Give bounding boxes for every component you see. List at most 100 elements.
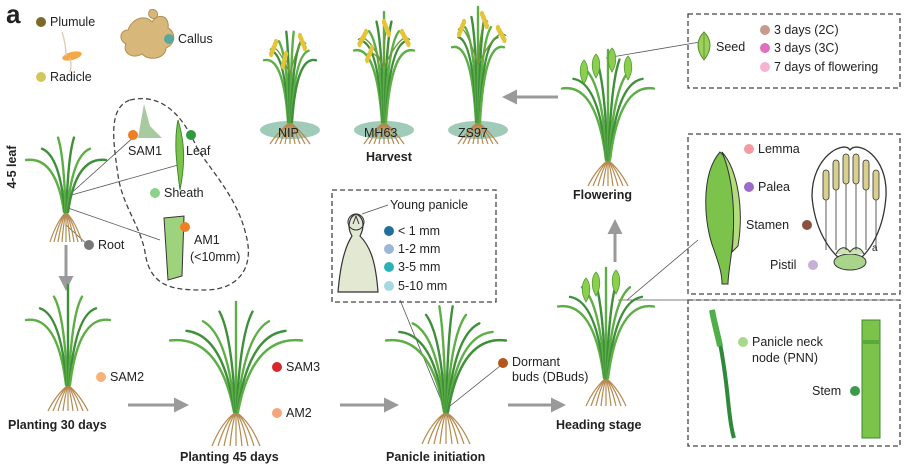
dot-plumule [36, 17, 46, 27]
young-panicle-box [331, 189, 497, 303]
label-planting-30-days: Planting 30 days [8, 418, 107, 432]
panel-letter: a [6, 0, 21, 29]
label-yp-2: 1-2 mm [398, 242, 441, 256]
dot-am1 [180, 222, 190, 232]
label-pnn-2: node (PNN) [752, 351, 818, 365]
label-dbuds-2: buds (DBuds) [512, 370, 589, 384]
label-radicle: Radicle [50, 70, 92, 84]
plant-illustrations [24, 5, 656, 447]
dot-yp4 [384, 281, 394, 291]
label-pistil: Pistil [770, 258, 797, 272]
anther-5 [872, 169, 880, 201]
plant-harvest-nip [262, 30, 318, 145]
plant-harvest-mh63 [352, 10, 416, 145]
anther-2 [842, 153, 850, 185]
dot-dbuds [498, 358, 508, 368]
sam1-icon [138, 104, 162, 138]
label-small-a: a [872, 243, 878, 254]
label-flowering: Flowering [573, 188, 633, 202]
label-lemma: Lemma [758, 142, 800, 156]
label-seed-2: 3 days (3C) [774, 41, 839, 55]
callus-illustration [120, 9, 175, 59]
dot-sheath [150, 188, 160, 198]
label-yp-1: < 1 mm [398, 224, 441, 238]
germinating-seed [61, 31, 82, 73]
label-heading-stage: Heading stage [556, 418, 642, 432]
dot-stamen [802, 220, 812, 230]
dot-root [84, 240, 94, 250]
plant-30-days [24, 283, 112, 412]
label-seed-1: 3 days (2C) [774, 23, 839, 37]
label-am1: AM1 [194, 233, 220, 247]
label-sam2: SAM2 [110, 370, 145, 384]
plant-4-5-leaf [24, 136, 108, 243]
dot-radicle [36, 72, 46, 82]
leaf-blade-icon [175, 119, 185, 191]
plant-heading-stage [556, 266, 656, 407]
dot-stem [850, 386, 860, 396]
label-mh63: MH63 [364, 126, 398, 140]
label-plumule: Plumule [50, 15, 96, 29]
label-root: Root [98, 238, 125, 252]
label-yp-4: 5-10 mm [398, 279, 448, 293]
dot-sam3 [272, 362, 282, 372]
dot-seed1 [760, 25, 770, 35]
label-stem: Stem [812, 384, 842, 398]
spikelet-illustration [705, 151, 741, 285]
dot-seed2 [760, 43, 770, 53]
dot-am2 [272, 408, 282, 418]
label-sam1: SAM1 [128, 144, 163, 158]
label-pnn: Panicle neck [752, 335, 823, 349]
dot-yp1 [384, 226, 394, 236]
label-zs97: ZS97 [458, 126, 488, 140]
dot-yp2 [384, 244, 394, 254]
label-harvest: Harvest [366, 150, 412, 164]
label-planting-45-days: Planting 45 days [180, 450, 279, 464]
label-yp-3: 3-5 mm [398, 260, 441, 274]
label-nip: NIP [278, 126, 299, 140]
stem-icon [861, 319, 881, 439]
dot-callus [164, 34, 174, 44]
label-am2: AM2 [286, 406, 312, 420]
am1-icon [163, 215, 185, 281]
label-seed-3: 7 days of flowering [774, 60, 879, 74]
dot-lemma [744, 144, 754, 154]
label-am1-note: (<10mm) [190, 250, 241, 264]
flower-parts-box [687, 133, 901, 295]
label-leaf: Leaf [186, 144, 211, 158]
label-callus: Callus [178, 32, 213, 46]
dot-sam1 [128, 130, 138, 140]
label-sam3: SAM3 [286, 360, 321, 374]
dot-palea [744, 182, 754, 192]
dot-pistil [808, 260, 818, 270]
anther-0 [822, 169, 830, 201]
plant-panicle-initiation [384, 305, 508, 445]
dot-seed3 [760, 62, 770, 72]
label-panicle-initiation: Panicle initiation [386, 450, 486, 464]
seed-box [687, 13, 901, 89]
dot-pnn [738, 337, 748, 347]
label-palea: Palea [758, 180, 790, 194]
anther-1 [832, 159, 840, 191]
label-dbuds: Dormant [512, 355, 560, 369]
plant-45-days [168, 300, 304, 447]
label-seed: Seed [716, 40, 746, 54]
plant-harvest-zs97 [450, 5, 507, 145]
dot-yp3 [384, 262, 394, 272]
anther-4 [862, 159, 870, 191]
anther-3 [852, 153, 860, 185]
young-panicle-illustration [337, 204, 389, 293]
flow-arrows [58, 89, 623, 413]
label-4-5-leaf: 4-5 leaf [5, 145, 19, 189]
dot-sam2 [96, 372, 106, 382]
label-sheath: Sheath [164, 186, 204, 200]
leaf-organs-region [113, 98, 250, 291]
label-young-panicle: Young panicle [390, 198, 469, 212]
leader-lines [65, 41, 900, 413]
label-stamen: Stamen [746, 218, 790, 232]
dot-leaf [186, 130, 196, 140]
plant-flowering [560, 47, 656, 187]
floret-illustration [811, 146, 887, 271]
